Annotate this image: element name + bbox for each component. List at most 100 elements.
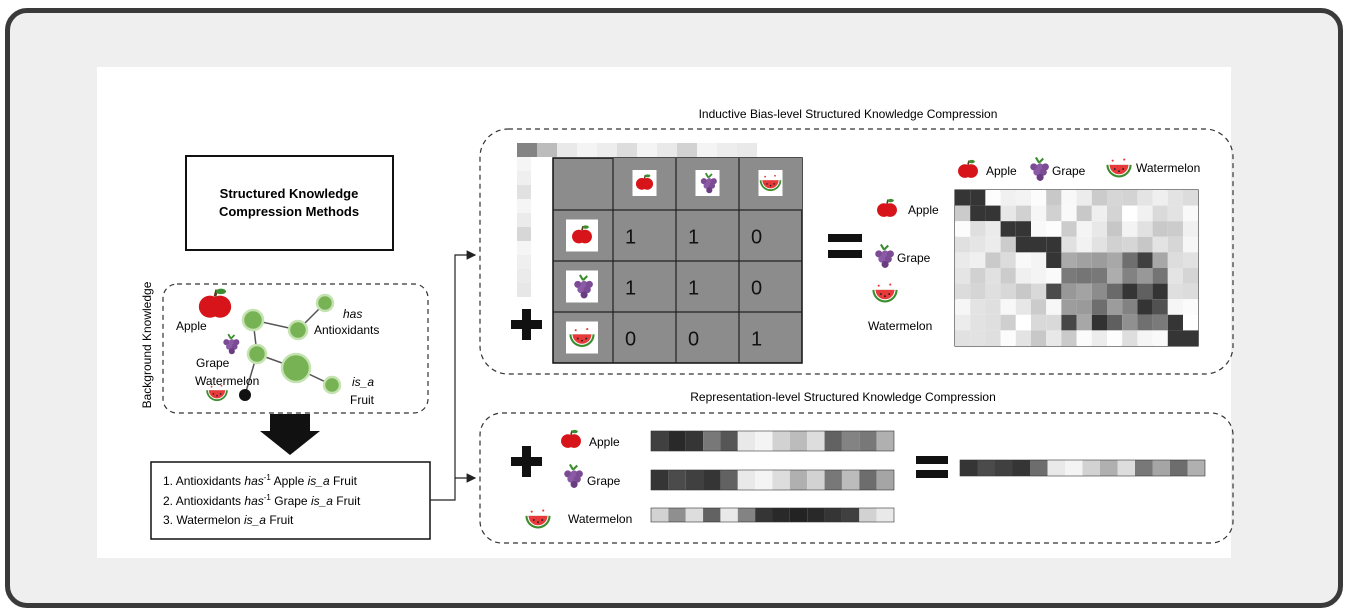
strip-compressed: [1135, 460, 1153, 476]
heatmap-cell: [970, 283, 986, 300]
heatmap-cell: [955, 252, 971, 268]
heatmap-cell: [970, 330, 986, 346]
heatmap-cell: [1167, 190, 1183, 206]
heatmap-cell: [1031, 190, 1047, 206]
heatmap-cell: [1122, 221, 1138, 237]
heatmap-cell: [1031, 299, 1047, 315]
strip-apple: [876, 431, 894, 451]
matrix-cell: 0: [751, 227, 762, 249]
methods-title-line1: Structured Knowledge: [220, 186, 359, 201]
heatmap-cell: [1137, 190, 1153, 206]
heatmap-cell: [1152, 299, 1168, 315]
heatmap-cell: [1000, 283, 1016, 300]
heatmap-cell: [1107, 205, 1123, 222]
strip-watermelon: [651, 508, 669, 522]
back-cell: [597, 143, 617, 157]
heatmap-cell: [1061, 268, 1077, 284]
graph-node-fruit-hub: [280, 352, 312, 384]
heatmap-cell: [1167, 268, 1183, 284]
matrix-cell: 1: [688, 278, 699, 300]
heatmap-cell: [1031, 221, 1047, 237]
heatmap-cell: [1046, 190, 1062, 206]
methods-title-line2: Compression Methods: [219, 204, 359, 219]
strip-compressed: [960, 460, 978, 476]
heatmap-cell: [1000, 236, 1016, 253]
heatmap-cell: [1000, 330, 1016, 346]
strip-compressed: [1187, 460, 1205, 476]
heatmap-cell: [1061, 236, 1077, 253]
heatmap-cell: [1015, 330, 1031, 346]
strip-compressed: [1170, 460, 1188, 476]
heatmap-cell: [1137, 252, 1153, 268]
heatmap-cell: [970, 190, 986, 206]
matrix-cell: 1: [688, 227, 699, 249]
graph-label-grape: Grape: [196, 356, 230, 370]
embedding-strips: [650, 430, 1206, 523]
heatmap-cell: [1183, 299, 1199, 315]
heatmap-cell: [970, 299, 986, 315]
heatmap-cell: [1167, 299, 1183, 315]
strip-compressed: [1047, 460, 1065, 476]
heatmap-cell: [1152, 283, 1168, 300]
heatmap-cell: [1046, 330, 1062, 346]
heatmap-cell: [985, 252, 1001, 268]
heatmap-cell: [1107, 252, 1123, 268]
strip-compressed: [1152, 460, 1170, 476]
heatmap-cell: [1152, 205, 1168, 222]
strip-compressed: [977, 460, 995, 476]
back-cell: [637, 143, 657, 157]
heatmap-cell: [1122, 268, 1138, 284]
background-knowledge-label: Background Knowledge: [140, 281, 154, 408]
heatmap-cell: [1183, 252, 1199, 268]
heatmap-cell: [1152, 330, 1168, 346]
legend-apple: Apple: [986, 164, 1017, 178]
heatmap-cell: [1015, 190, 1031, 206]
heatmap-cell: [985, 236, 1001, 253]
back-cell: [517, 269, 531, 283]
strip-compressed: [995, 460, 1013, 476]
back-cell: [617, 143, 637, 157]
strip-apple: [789, 431, 808, 451]
heatmap-cell: [1107, 221, 1123, 237]
heatmap-cell: [1091, 330, 1107, 346]
heatmap-cell: [1152, 268, 1168, 284]
strip-apple: [859, 431, 877, 451]
plus-icon: [511, 309, 542, 340]
heatmap-cell: [1107, 236, 1123, 253]
strip-grape: [859, 470, 877, 490]
rule-3: 3. Watermelon is_a Fruit: [163, 513, 294, 527]
heatmap-cell: [1076, 252, 1092, 268]
strip-watermelon-border: [650, 507, 895, 523]
heatmap-cell: [1137, 268, 1153, 284]
heatmap-cell: [1183, 283, 1199, 300]
strip-watermelon: [703, 508, 721, 522]
heatmap-cell: [1107, 330, 1123, 346]
back-cell: [517, 199, 531, 213]
heatmap-cell: [955, 268, 971, 284]
strip-grape: [789, 470, 808, 490]
heatmap-cell: [1122, 314, 1138, 331]
heatmap-cell: [985, 221, 1001, 237]
strip-watermelon: [720, 508, 738, 522]
heatmap-cell: [1000, 252, 1016, 268]
heatmap-cell: [955, 205, 971, 222]
heatmap-cell: [1076, 283, 1092, 300]
heatmap-cell: [1061, 252, 1077, 268]
strip-compressed: [1117, 460, 1135, 476]
heatmap-cell: [985, 268, 1001, 284]
back-cell: [517, 283, 531, 297]
arrow-to-representation: [455, 478, 475, 480]
strip-watermelon: [807, 508, 825, 522]
equals-icon-repr-bar: [916, 470, 948, 478]
repr-label-grape: Grape: [587, 474, 621, 488]
heatmap-cell: [1122, 190, 1138, 206]
back-cell: [577, 143, 597, 157]
heatmap-cell: [985, 205, 1001, 222]
heatmap-cell: [970, 221, 986, 237]
matrix-cell: 0: [625, 329, 636, 351]
heatmap-cell: [1122, 205, 1138, 222]
heatmap-cell: [1091, 252, 1107, 268]
heatmap-cell: [1076, 190, 1092, 206]
heatmap-cell: [1152, 236, 1168, 253]
